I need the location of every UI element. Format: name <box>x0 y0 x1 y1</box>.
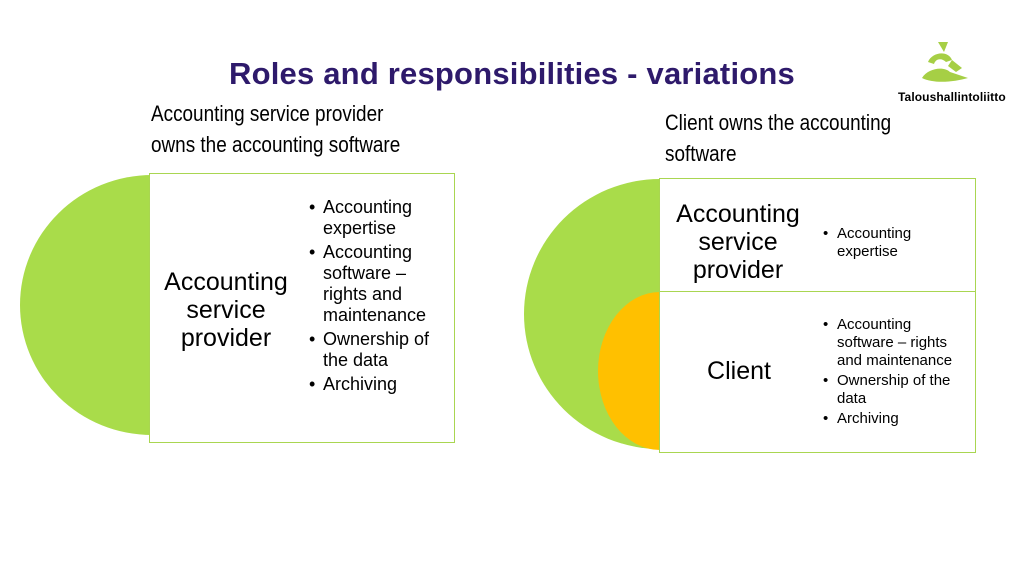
right-role-line: service <box>698 228 778 256</box>
list-item: Archiving <box>823 410 975 428</box>
list-item-line: Archiving <box>323 374 398 394</box>
logo-icon <box>922 42 968 82</box>
left-heading: Accounting service provider owns the acc… <box>151 98 400 160</box>
list-item-line: Ownership of <box>323 329 430 349</box>
list-item-line: the data <box>323 350 389 370</box>
list-item: Archiving <box>309 374 457 395</box>
left-role-line: provider <box>180 324 272 352</box>
right-role-line: Accounting <box>676 200 800 228</box>
list-item: Accounting software – rights and mainten… <box>823 316 975 370</box>
list-item-line: Accounting <box>323 197 413 217</box>
list-item-line: rights and <box>323 284 403 304</box>
list-item-line: Accounting <box>837 316 912 333</box>
list-item-line: maintenance <box>323 305 427 325</box>
left-role-box: Accounting service provider Accounting e… <box>149 173 455 443</box>
list-item-line: software – <box>323 263 407 283</box>
left-responsibilities-list: Accounting expertise Accounting software… <box>309 197 457 398</box>
list-item: Accounting software – rights and mainten… <box>309 242 457 326</box>
left-role-line: Accounting <box>164 268 288 296</box>
right-provider-responsibilities: Accounting expertise <box>823 225 973 263</box>
list-item-line: and maintenance <box>837 352 953 369</box>
logo-wordmark: Taloushallintoliitto <box>898 90 1006 104</box>
list-item: Accounting expertise <box>309 197 457 239</box>
list-item: Accounting expertise <box>823 225 973 261</box>
right-client-box: Client Accounting software – rights and … <box>659 291 976 453</box>
list-item-line: Ownership of the <box>837 372 951 389</box>
list-item-line: Accounting <box>323 242 413 262</box>
right-provider-box: Accounting service provider Accounting e… <box>659 178 976 292</box>
right-client-role-label: Client <box>707 357 771 385</box>
left-heading-line1: Accounting service provider <box>151 101 384 126</box>
list-item-line: data <box>837 390 867 407</box>
right-heading: Client owns the accounting software <box>665 107 891 169</box>
right-provider-role-label: Accounting service provider <box>664 200 812 284</box>
page-title: Roles and responsibilities - variations <box>229 56 795 91</box>
list-item-line: expertise <box>837 243 898 260</box>
list-item-line: Archiving <box>837 410 899 427</box>
left-role-label: Accounting service provider <box>152 268 300 352</box>
left-heading-line2: owns the accounting software <box>151 132 401 157</box>
right-heading-line2: software <box>665 141 737 166</box>
list-item-line: Accounting <box>837 225 912 242</box>
list-item: Ownership of the data <box>309 329 457 371</box>
right-semicircles <box>524 179 660 450</box>
right-role-line: provider <box>692 256 784 284</box>
left-role-line: service <box>186 296 266 324</box>
list-item: Ownership of the data <box>823 372 975 408</box>
list-item-line: expertise <box>323 218 397 238</box>
left-green-semicircle <box>20 175 152 435</box>
right-client-responsibilities: Accounting software – rights and mainten… <box>823 316 975 430</box>
right-heading-line1: Client owns the accounting <box>665 110 892 135</box>
list-item-line: software – rights <box>837 334 948 351</box>
